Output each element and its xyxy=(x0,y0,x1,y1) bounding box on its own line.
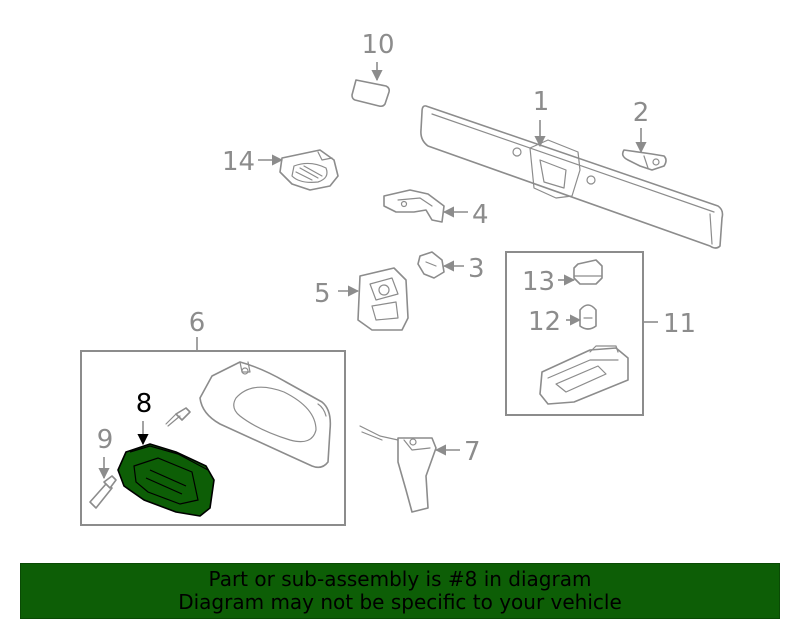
callout-9: 9 xyxy=(97,425,114,455)
callout-2: 2 xyxy=(633,98,650,128)
callout-4: 4 xyxy=(472,200,489,230)
callout-5: 5 xyxy=(314,279,331,309)
part-4-bracket xyxy=(383,189,445,223)
part-2-clip xyxy=(621,149,667,171)
part-6-screw xyxy=(165,407,191,427)
callout-1: 1 xyxy=(533,87,550,117)
parts-diagram: 10 1 2 14 4 3 xyxy=(80,30,724,526)
info-banner: Part or sub-assembly is #8 in diagram Di… xyxy=(20,563,780,619)
part-14-housing xyxy=(279,149,339,191)
part-8-mirror-highlighted xyxy=(117,443,215,517)
part-12-bulb xyxy=(579,304,597,330)
callout-10: 10 xyxy=(361,30,394,60)
callout-3: 3 xyxy=(468,254,485,284)
group-box-6 xyxy=(80,350,346,526)
banner-line-1: Part or sub-assembly is #8 in diagram xyxy=(208,567,592,591)
part-5-switch-housing xyxy=(357,267,409,331)
part-13-socket xyxy=(573,259,603,285)
callout-13: 13 xyxy=(522,267,555,297)
callout-7: 7 xyxy=(464,437,481,467)
part-10-lens xyxy=(351,79,390,108)
callout-8: 8 xyxy=(136,389,153,419)
group-box-11 xyxy=(505,251,644,416)
part-1-console-bar xyxy=(420,105,724,249)
part-9-pin xyxy=(89,475,117,509)
part-11-lamp-assembly xyxy=(539,345,629,405)
banner-line-2: Diagram may not be specific to your vehi… xyxy=(178,590,622,614)
part-3-clip xyxy=(417,251,445,279)
part-7-bracket xyxy=(359,425,437,513)
callout-11: 11 xyxy=(663,309,696,339)
part-6-sun-visor xyxy=(199,361,332,469)
callout-14: 14 xyxy=(222,147,255,177)
callout-6: 6 xyxy=(189,308,206,338)
callout-12: 12 xyxy=(528,307,561,337)
